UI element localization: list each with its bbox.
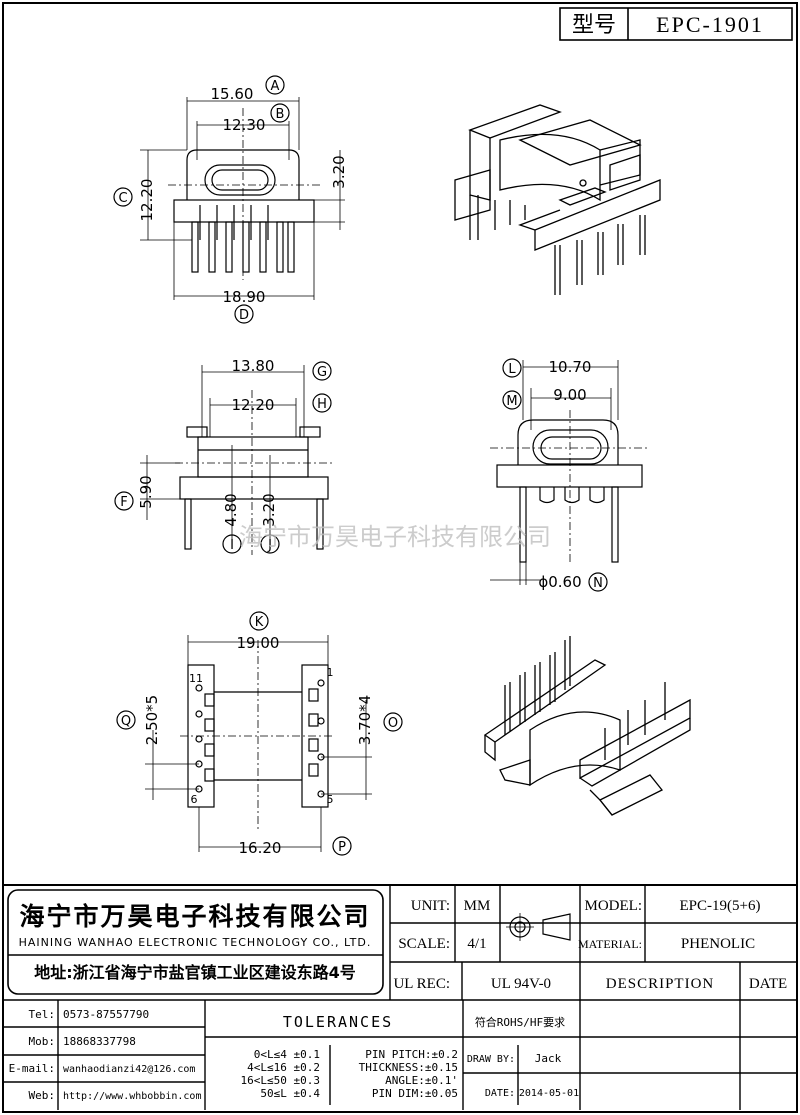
company-name-cn: 海宁市万昊电子科技有限公司 — [19, 902, 370, 931]
bottom-mark-o: O — [388, 716, 398, 731]
front-view: 15.60 A 12.30 B 12.20 C 3.20 18.90 D — [113, 75, 348, 324]
tolerance-extra-4: PIN DIM:±0.05 — [372, 1087, 458, 1100]
tolerance-extra-2: THICKNESS:±0.15 — [359, 1061, 458, 1074]
bottom-dim-o: 3.70*4 — [356, 695, 374, 745]
type-label: 型号 — [572, 12, 616, 37]
pin-label-6: 6 — [191, 793, 198, 806]
tolerance-row-2: 4<L≤16 ±0.2 — [247, 1061, 320, 1074]
draw-by-value: Jack — [535, 1052, 562, 1065]
draw-by-label: DRAW BY: — [467, 1054, 515, 1065]
end-dim-l: 10.70 — [549, 358, 592, 376]
company-name-en: HAINING WANHAO ELECTRONIC TECHNOLOGY CO.… — [19, 936, 372, 949]
front-dim-c: 12.20 — [138, 179, 156, 222]
contact-label-mob: Mob: — [29, 1035, 56, 1048]
ulrec-value: UL 94V-0 — [491, 976, 551, 992]
description-label: DESCRIPTION — [606, 976, 715, 992]
front-dim-a: 15.60 — [211, 85, 254, 103]
date-label: DATE — [749, 976, 787, 992]
front-mark-a: A — [271, 79, 280, 94]
date-value: 2014-05-01 — [519, 1088, 579, 1099]
unit-value: MM — [464, 898, 491, 914]
rohs-note: 符合ROHS/HF要求 — [475, 1015, 565, 1029]
side-mark-h: H — [317, 397, 327, 412]
bottom-dim-k: 19.00 — [237, 634, 280, 652]
scale-label: SCALE: — [398, 936, 450, 952]
contact-label-tel: Tel: — [29, 1008, 56, 1021]
pin-pads-right — [308, 679, 325, 798]
date-label-2: DATE: — [485, 1088, 515, 1099]
front-dim-d: 18.90 — [223, 288, 266, 306]
material-value: PHENOLIC — [681, 936, 755, 952]
front-dim-h: 3.20 — [330, 155, 348, 188]
side-dim-g: 13.80 — [232, 357, 275, 375]
iso-view-bottom — [483, 636, 691, 816]
pin-label-5: 5 — [327, 793, 334, 806]
pin-label-1: 1 — [327, 666, 334, 679]
title-block — [3, 884, 797, 1110]
tolerance-extra-3: ANGLE:±0.1' — [385, 1074, 458, 1087]
bottom-dim-q: 2.50*5 — [143, 695, 161, 745]
end-view: 10.70 L 9.00 M ϕ0.60 N — [490, 358, 650, 592]
bottom-mark-k: K — [255, 615, 264, 630]
contact-value-tel: 0573-87557790 — [63, 1008, 149, 1021]
end-mark-n: N — [593, 576, 603, 591]
tolerance-extra-1: PIN PITCH:±0.2 — [365, 1048, 458, 1061]
front-mark-c: C — [118, 191, 127, 206]
end-mark-l: L — [508, 362, 516, 377]
side-dim-j: 3.20 — [260, 493, 278, 526]
side-view: 13.80 G 12.20 H 5.90 F 4.80 I 3.20 J — [114, 357, 335, 555]
end-dim-m: 9.00 — [553, 386, 586, 404]
contact-label-email: E-mail: — [9, 1062, 55, 1075]
pin-label-11: 11 — [189, 672, 203, 685]
contact-value-mob: 18868337798 — [63, 1035, 136, 1048]
side-mark-f: F — [120, 495, 127, 510]
bottom-view: 11 1 6 5 19.00 K 16.20 P 2.50*5 Q 3.70*4… — [116, 611, 403, 857]
type-value: EPC-1901 — [656, 12, 764, 37]
side-mark-g: G — [317, 365, 327, 380]
tolerance-row-1: 0<L≤4 ±0.1 — [254, 1048, 320, 1061]
side-mark-j: J — [267, 538, 272, 553]
bottom-mark-p: P — [338, 840, 346, 855]
contact-value-email: wanhaodianzi42@126.com — [63, 1064, 195, 1075]
tolerance-row-3: 16<L≤50 ±0.3 — [241, 1074, 320, 1087]
side-dim-h: 12.20 — [232, 396, 275, 414]
ulrec-label: UL REC: — [393, 976, 450, 992]
side-dim-i: 4.80 — [222, 493, 240, 526]
watermark-text: 海宁市万昊电子科技有限公司 — [239, 523, 551, 551]
model-value: EPC-19(5+6) — [680, 898, 761, 914]
scale-value: 4/1 — [467, 936, 486, 952]
end-mark-m: M — [506, 394, 517, 409]
tolerance-row-4: 50≤L ±0.4 — [260, 1087, 320, 1100]
end-dim-n: ϕ0.60 — [538, 573, 581, 591]
unit-label: UNIT: — [411, 898, 450, 914]
bottom-mark-q: Q — [121, 714, 131, 729]
contact-label-web: Web: — [29, 1089, 56, 1102]
front-mark-b: B — [276, 107, 285, 122]
material-label: MATERIAL: — [578, 937, 642, 951]
side-dim-f: 5.90 — [137, 475, 155, 508]
front-dim-b: 12.30 — [223, 116, 266, 134]
side-mark-i: I — [230, 538, 234, 553]
type-box: 型号 EPC-1901 — [559, 7, 793, 41]
model-label: MODEL: — [585, 898, 643, 914]
bottom-dim-p: 16.20 — [239, 839, 282, 857]
front-mark-d: D — [239, 308, 249, 323]
tolerances-title: TOLERANCES — [283, 1013, 393, 1031]
iso-view-top — [454, 104, 661, 295]
company-address: 地址:浙江省海宁市盐官镇工业区建设东路4号 — [34, 963, 356, 982]
pin-pads-left — [195, 684, 215, 793]
contact-value-web: http://www.whbobbin.com — [63, 1091, 201, 1102]
